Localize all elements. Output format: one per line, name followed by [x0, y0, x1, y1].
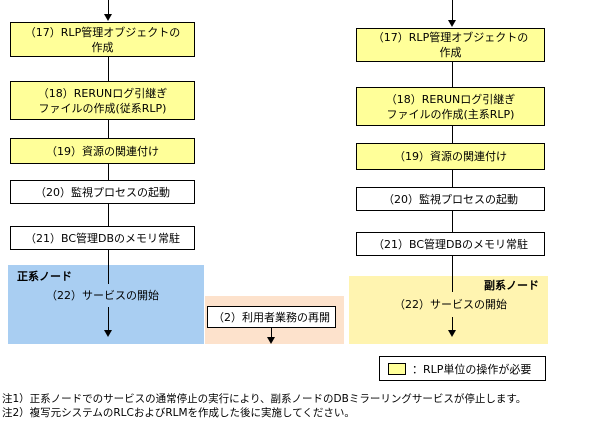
legend-swatch — [388, 362, 406, 375]
middle-step-2: （2）利用者業務の再開 — [207, 306, 336, 328]
right-step-17: （17）RLP管理オブジェクトの 作成 — [356, 28, 545, 62]
legend-label: ：RLP単位の操作が必要 — [412, 362, 532, 376]
left-step-18: （18）RERUNログ引継ぎ ファイルの作成(従系RLP) — [10, 81, 195, 120]
right-step-18: （18）RERUNログ引継ぎ ファイルの作成(主系RLP) — [356, 87, 545, 126]
primary-node-label: 正系ノード — [17, 270, 72, 283]
left-step-20: （20）監視プロセスの起動 — [10, 180, 195, 204]
left-step-21: （21）BC管理DBのメモリ常駐 — [10, 226, 195, 250]
legend: ：RLP単位の操作が必要 — [379, 356, 546, 381]
left-step-22: （22）サービスの開始 — [46, 289, 159, 302]
left-step-17: （17）RLP管理オブジェクトの 作成 — [10, 22, 195, 57]
right-step-20: （20）監視プロセスの起動 — [356, 187, 545, 211]
right-step-19: （19）資源の関連付け — [356, 143, 545, 170]
right-step-22: （22）サービスの開始 — [394, 298, 507, 311]
left-step-19: （19）資源の関連付け — [10, 138, 195, 164]
note-2: 注2）複写元システムのRLCおよびRLMを作成した後に実施してください。 — [2, 407, 355, 419]
secondary-node-label: 副系ノード — [484, 279, 539, 292]
note-1: 注1）正系ノードでのサービスの通常停止の実行により、副系ノードのDBミラーリング… — [2, 393, 527, 405]
right-step-21: （21）BC管理DBのメモリ常駐 — [356, 232, 545, 256]
